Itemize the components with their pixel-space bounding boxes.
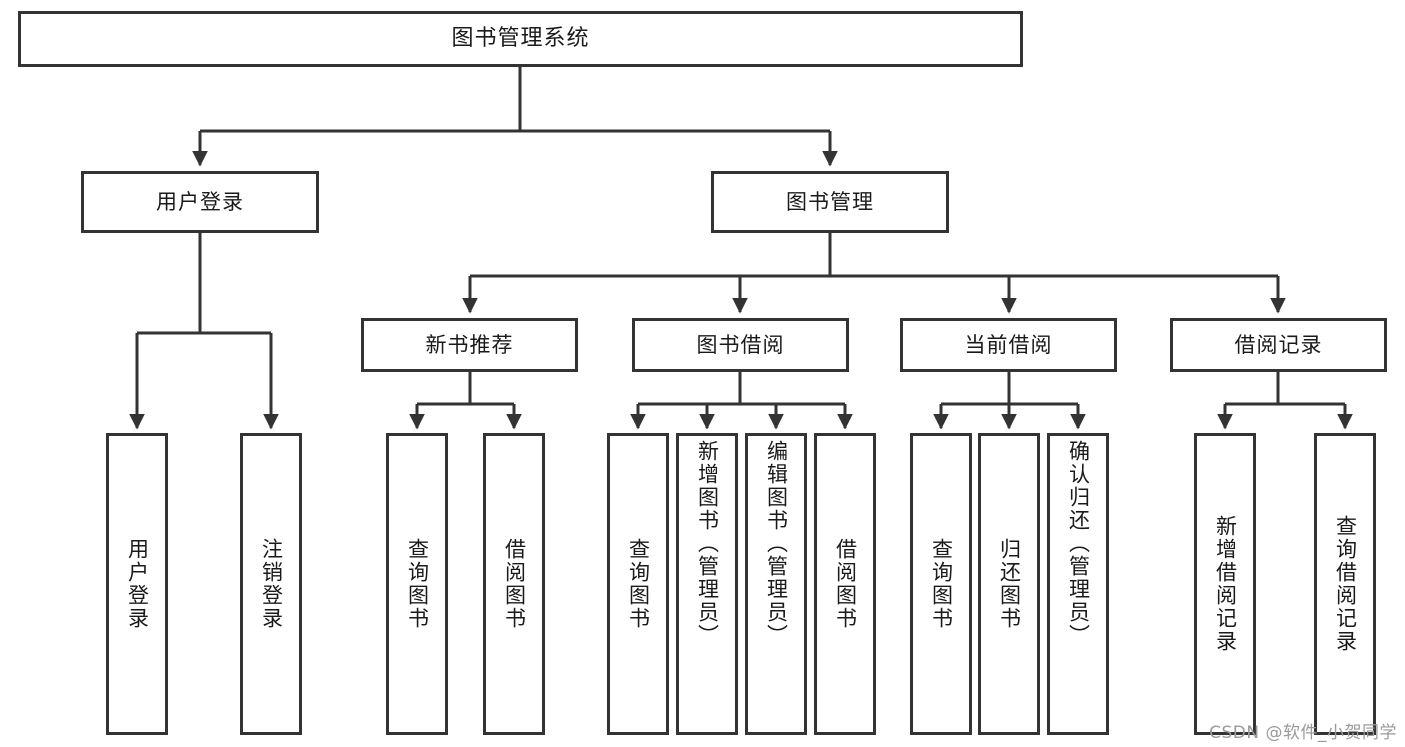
node-root[interactable]: 图书管理系统 xyxy=(18,11,1023,67)
node-leaf-user-login-label: 用户登录 xyxy=(125,538,150,630)
node-leaf-edit-book-label: 编辑图书（管理员） xyxy=(764,440,789,647)
node-leaf-edit-book[interactable]: 编辑图书（管理员） xyxy=(745,433,807,735)
node-book-borrow-label: 图书借阅 xyxy=(696,332,785,357)
node-new-book-rec[interactable]: 新书推荐 xyxy=(361,318,578,372)
node-leaf-query-record[interactable]: 查询借阅记录 xyxy=(1314,433,1376,735)
node-leaf-query-book-1-label: 查询图书 xyxy=(405,538,430,630)
node-leaf-query-record-label: 查询借阅记录 xyxy=(1333,515,1358,653)
node-new-book-rec-label: 新书推荐 xyxy=(425,332,514,357)
node-leaf-logout[interactable]: 注销登录 xyxy=(240,433,302,735)
node-user-login-label: 用户登录 xyxy=(156,189,244,214)
node-leaf-query-book-3[interactable]: 查询图书 xyxy=(910,433,972,735)
node-borrow-record-label: 借阅记录 xyxy=(1234,332,1323,357)
node-leaf-query-book-1[interactable]: 查询图书 xyxy=(386,433,448,735)
node-book-manage[interactable]: 图书管理 xyxy=(711,171,949,233)
node-leaf-confirm-return[interactable]: 确认归还（管理员） xyxy=(1047,433,1109,735)
node-leaf-return-book-label: 归还图书 xyxy=(997,538,1022,630)
node-leaf-query-book-2-label: 查询图书 xyxy=(626,538,651,630)
node-leaf-return-book[interactable]: 归还图书 xyxy=(978,433,1040,735)
node-leaf-borrow-book-2-label: 借阅图书 xyxy=(833,538,858,630)
node-leaf-confirm-return-label: 确认归还（管理员） xyxy=(1066,440,1091,647)
node-leaf-query-book-3-label: 查询图书 xyxy=(929,538,954,630)
node-leaf-add-record[interactable]: 新增借阅记录 xyxy=(1194,433,1256,735)
node-leaf-borrow-book-2[interactable]: 借阅图书 xyxy=(814,433,876,735)
node-leaf-borrow-book-1-label: 借阅图书 xyxy=(502,538,527,630)
node-leaf-add-book-label: 新增图书（管理员） xyxy=(695,440,720,647)
node-borrow-record[interactable]: 借阅记录 xyxy=(1170,318,1387,372)
node-book-borrow[interactable]: 图书借阅 xyxy=(632,318,849,372)
node-current-borrow-label: 当前借阅 xyxy=(964,332,1053,357)
node-current-borrow[interactable]: 当前借阅 xyxy=(900,318,1117,372)
node-book-manage-label: 图书管理 xyxy=(786,189,874,214)
node-root-label: 图书管理系统 xyxy=(451,26,590,52)
node-leaf-query-book-2[interactable]: 查询图书 xyxy=(607,433,669,735)
node-leaf-borrow-book-1[interactable]: 借阅图书 xyxy=(483,433,545,735)
node-leaf-add-book[interactable]: 新增图书（管理员） xyxy=(676,433,738,735)
node-user-login[interactable]: 用户登录 xyxy=(81,171,319,233)
watermark-text: CSDN @软件_小贺同学 xyxy=(1209,723,1397,743)
node-leaf-user-login[interactable]: 用户登录 xyxy=(106,433,168,735)
node-leaf-logout-label: 注销登录 xyxy=(259,538,284,630)
node-leaf-add-record-label: 新增借阅记录 xyxy=(1213,515,1238,653)
